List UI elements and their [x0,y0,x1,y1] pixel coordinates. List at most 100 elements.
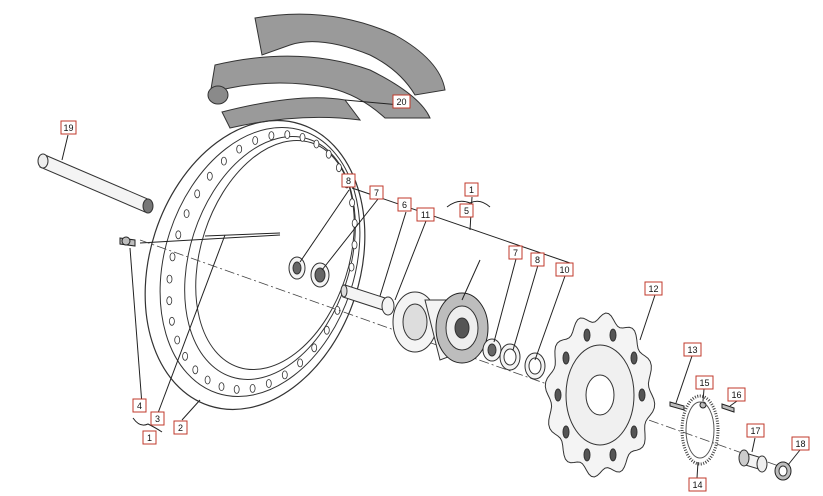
rim-spoke-holes [166,130,358,394]
callout-10: 10 [555,262,574,277]
callout-1-bottom: 1 [142,430,157,445]
callout-7-left: 7 [369,185,384,200]
callout-8-right: 8 [530,252,545,267]
axle [37,153,154,214]
disc-slot [583,448,591,462]
spoke-hole [313,139,320,149]
callout-7-right: 7 [508,245,523,260]
callout-label: 8 [535,255,540,265]
disc-screw [669,401,685,411]
callout-label: 6 [402,200,407,210]
tire [207,13,446,129]
callout-label: 13 [687,345,697,355]
spoke-hole [206,171,213,181]
hub [392,291,489,364]
spoke-hole [349,198,356,208]
callout-label: 19 [63,123,73,133]
spoke-hole [169,252,176,262]
disc-slot [638,388,646,402]
right-spacer [738,449,768,473]
callout-label: 20 [396,97,406,107]
spoke-hole [204,375,211,385]
valve [119,236,136,247]
spoke-hole [351,218,358,228]
spoke-hole [174,335,181,345]
disc-slot [583,328,591,342]
callout-label: 8 [346,176,351,186]
left-bearing [288,256,330,288]
callout-label: 16 [731,390,741,400]
spoke-hole [325,149,332,159]
spoke-hole [236,144,243,154]
callout-8-left: 8 [341,173,356,188]
spoke-hole [168,316,175,326]
callout-label: 10 [559,265,569,275]
spoke-hole [175,230,182,240]
callout-17: 17 [746,423,765,438]
callout-3: 3 [150,411,165,426]
callout-label: 17 [750,426,760,436]
spoke-hole [284,130,291,140]
disc-slot [562,351,570,365]
spoke-hole [297,358,304,368]
disc-slot [609,328,617,342]
callout-18: 19 [60,120,77,135]
callout-11: 11 [416,207,435,222]
callout-20: 20 [392,94,411,109]
callout-label: 11 [421,210,430,220]
callout-6: 6 [397,197,412,212]
callout-label: 7 [374,188,379,198]
callout-5: 5 [459,203,474,218]
callouts: 19 20 1 5 8 7 6 11 7 8 10 12 13 15 16 17… [60,94,810,492]
disc-slot [609,448,617,462]
spoke-hole [220,156,227,166]
spoke-hole [218,382,225,392]
callout-label: 5 [464,206,469,216]
spoke-hole [268,131,275,141]
axle-nut [774,461,792,481]
spacer-ring [381,296,395,316]
spoke-hole [194,189,201,199]
callout-14: 14 [688,477,707,492]
callout-label: 14 [692,480,702,490]
disc-slot [630,425,638,439]
callout-16: 16 [727,387,746,402]
spoke-hole [233,384,240,394]
callout-label: 2 [178,423,183,433]
spoke-hole [311,343,318,353]
callout-13: 13 [683,342,702,357]
spoke-hole [281,370,288,380]
callout-label: 3 [155,414,160,424]
leader-lines [61,99,801,479]
callout-19: 18 [791,436,810,451]
spoke-hole [192,365,199,375]
spoke-hole [182,351,189,361]
callout-15: 15 [695,375,714,390]
spoke-hole [351,240,358,250]
callout-label: 4 [137,401,142,411]
spoke-hole [323,325,330,335]
callout-2: 2 [173,420,188,435]
callout-label: 1 [469,185,474,195]
rim [144,119,366,411]
spacer [340,284,386,311]
callout-label: 15 [699,378,709,388]
spoke-hole [166,274,173,284]
spoke-hole [252,136,259,145]
disc-slot [554,388,562,402]
spoke-hole [348,262,355,272]
callout-label: 1 [147,433,152,443]
brake-disc [544,312,656,478]
callout-label: 12 [648,284,658,294]
callout-1-top: 1 [464,182,479,197]
abs-tone-ring [680,394,720,466]
screw [721,403,735,413]
spoke-hole [183,209,190,219]
callout-4: 4 [132,398,147,413]
callout-12: 12 [644,281,663,296]
callout-label: 18 [795,439,805,449]
disc-slot [562,425,570,439]
disc-slot [630,351,638,365]
callout-label: 7 [513,248,518,258]
